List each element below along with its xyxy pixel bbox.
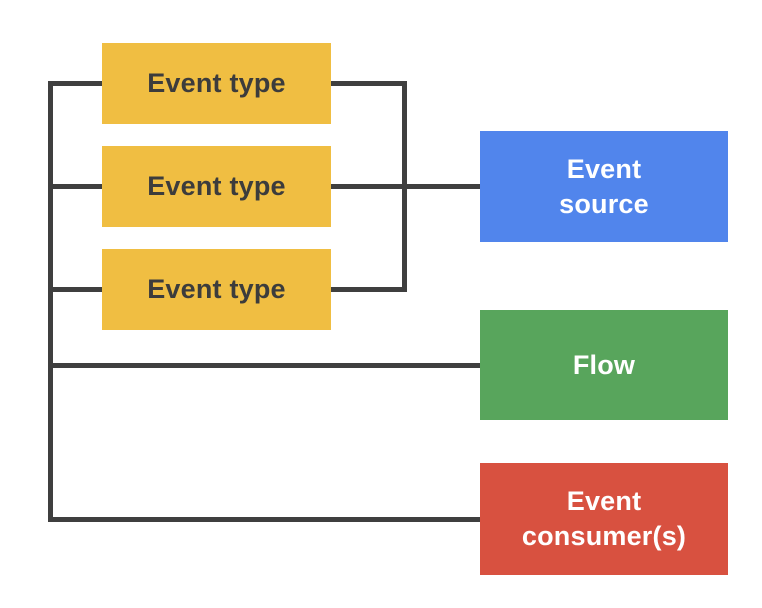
node-event-consumers: Event consumer(s) xyxy=(480,463,728,575)
node-event-type-2: Event type xyxy=(102,146,331,227)
node-label: Event type xyxy=(147,274,286,305)
connector-right-event-type-1 xyxy=(331,81,407,86)
connector-to-event-consumers xyxy=(48,517,480,522)
node-event-source: Event source xyxy=(480,131,728,242)
connector-left-bus xyxy=(48,81,53,522)
node-label: Event type xyxy=(147,68,286,99)
node-event-type-1: Event type xyxy=(102,43,331,124)
node-label-line: source xyxy=(559,188,649,219)
node-event-type-3: Event type xyxy=(102,249,331,330)
connector-right-event-type-3 xyxy=(331,287,407,292)
connector-left-event-type-2 xyxy=(48,184,102,189)
node-flow: Flow xyxy=(480,310,728,420)
connector-to-flow xyxy=(48,363,480,368)
node-label: Flow xyxy=(572,349,636,380)
node-label: Event consumer(s) xyxy=(522,484,686,553)
connector-left-event-type-1 xyxy=(48,81,102,86)
connector-left-event-type-3 xyxy=(48,287,102,292)
node-label-line: consumer(s) xyxy=(521,521,687,551)
node-label: Event source xyxy=(559,152,649,221)
node-label-line: Event xyxy=(566,153,642,184)
node-label: Event type xyxy=(147,171,286,202)
connector-right-bus xyxy=(402,81,407,292)
node-label-line: Event xyxy=(566,486,642,517)
